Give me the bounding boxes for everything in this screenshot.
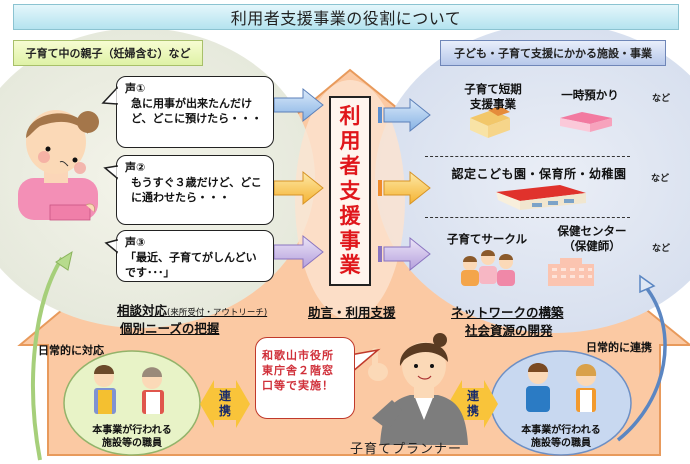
role-consultation-note: (来所受付・アウトリーチ)	[167, 308, 268, 318]
cooperation-char: 連	[466, 389, 479, 403]
role-consultation-main: 相談対応	[117, 303, 168, 318]
user-support-project-box: 利 用 者 支 援 事 業	[329, 96, 371, 286]
voice-label: 声②	[125, 161, 146, 174]
voice-bubble-3: 声③ 「最近、子育てがしんどいです･･･」	[116, 230, 274, 282]
page-title: 利用者支援事業の役割について	[13, 4, 679, 30]
role-advice-support: 助言・利用支援	[308, 305, 396, 320]
voice-bubble-1: 声① 急に用事が出来たんだけど、どこに預けたら・・・	[116, 76, 274, 148]
center-char: 援	[339, 203, 361, 228]
service-health-center-line1: 保健センター	[557, 224, 627, 238]
center-char: 支	[339, 178, 361, 203]
short-stay-building-icon	[470, 106, 510, 138]
daily-cooperation-label: 日常的に連携	[586, 341, 652, 354]
service-short-term-support: 子育て短期支援事業	[464, 82, 522, 111]
voice-text: 急に用事が出来たんだけど、どこに預けたら・・・	[131, 97, 263, 125]
cooperation-char: 携	[218, 404, 231, 418]
staff-right-illustration	[526, 363, 597, 412]
staff-right-caption: 本事業が行われる 施設等の職員	[509, 424, 613, 450]
role-individual-needs: 個別ニーズの把握	[120, 321, 220, 336]
curved-arrow-left	[31, 256, 64, 461]
staff-left-caption-line2: 施設等の職員	[102, 438, 162, 449]
cooperation-label-right: 連 携	[465, 389, 481, 419]
etc-label: など	[651, 174, 670, 184]
planner-illustration	[368, 333, 468, 445]
curved-arrow-right	[616, 284, 667, 442]
renkei-arrow-left	[200, 380, 250, 428]
voice-bubble-2: 声② もうすぐ３歳だけど、どこに通わせたら・・・	[116, 155, 274, 225]
service-nursery-schools: 認定こども園・保育所・幼稚園	[451, 167, 627, 181]
planner-speech-bubble: 和歌山市役所 東庁舎２階窓 口等で実施！	[255, 337, 355, 419]
arrow-right-purple-2	[378, 236, 431, 272]
divider	[425, 156, 630, 157]
header-facilities: 子ども・子育て支援にかかる施設・事業	[440, 40, 666, 66]
voice-text: もうすぐ３歳だけど、どこに通わせたら・・・	[131, 176, 262, 204]
service-health-center-line2: （保健師）	[563, 239, 621, 253]
nursery-school-building-icon	[496, 185, 586, 210]
service-health-center: 保健センター （保健師）	[552, 224, 632, 254]
service-temporary-care: 一時預かり	[561, 88, 619, 102]
arrow-right-blue-2	[378, 97, 431, 133]
cooperation-char: 携	[466, 404, 479, 418]
center-char: 事	[339, 228, 361, 253]
mother-illustration	[18, 110, 99, 221]
childcare-planner-label: 子育てプランナー	[350, 442, 463, 457]
staff-left-caption: 本事業が行われる 施設等の職員	[80, 424, 184, 450]
cooperation-label-left: 連 携	[217, 389, 233, 419]
planner-bubble-line3: 口等で実施！	[262, 379, 334, 392]
facility-circle	[375, 23, 690, 333]
role-network-building: ネットワークの構築	[451, 305, 564, 320]
divider	[425, 217, 630, 218]
daily-response-label: 日常的に対応	[38, 344, 104, 357]
cooperation-char: 連	[218, 389, 231, 403]
voice-text: 「最近、子育てがしんどいです･･･」	[125, 251, 257, 279]
header-parents: 子育て中の親子（妊婦含む）など	[13, 40, 203, 66]
etc-label: など	[652, 244, 671, 254]
staff-right-caption-line2: 施設等の職員	[531, 438, 591, 449]
arrow-right-orange-2	[378, 170, 431, 206]
planner-bubble-line2: 東庁舎２階窓	[262, 364, 334, 377]
parenting-circle-illustration	[461, 250, 515, 286]
center-char: 用	[339, 129, 361, 154]
staff-right-caption-line1: 本事業が行われる	[521, 425, 601, 436]
role-consultation: 相談対応(来所受付・アウトリーチ)	[117, 300, 267, 319]
voice-label: 声③	[125, 236, 146, 249]
staff-left-illustration	[94, 365, 164, 414]
center-char: 業	[339, 253, 361, 278]
center-char: 者	[339, 154, 361, 179]
role-resource-development: 社会資源の開発	[465, 323, 553, 338]
voice-label: 声①	[125, 82, 146, 95]
temporary-care-building-icon	[560, 112, 612, 132]
center-char: 利	[339, 104, 361, 129]
health-center-building-icon	[548, 258, 594, 286]
planner-bubble-line1: 和歌山市役所	[262, 349, 334, 362]
staff-left-caption-line1: 本事業が行われる	[92, 425, 172, 436]
service-parenting-circle: 子育てサークル	[446, 232, 528, 246]
etc-label: など	[652, 94, 671, 104]
